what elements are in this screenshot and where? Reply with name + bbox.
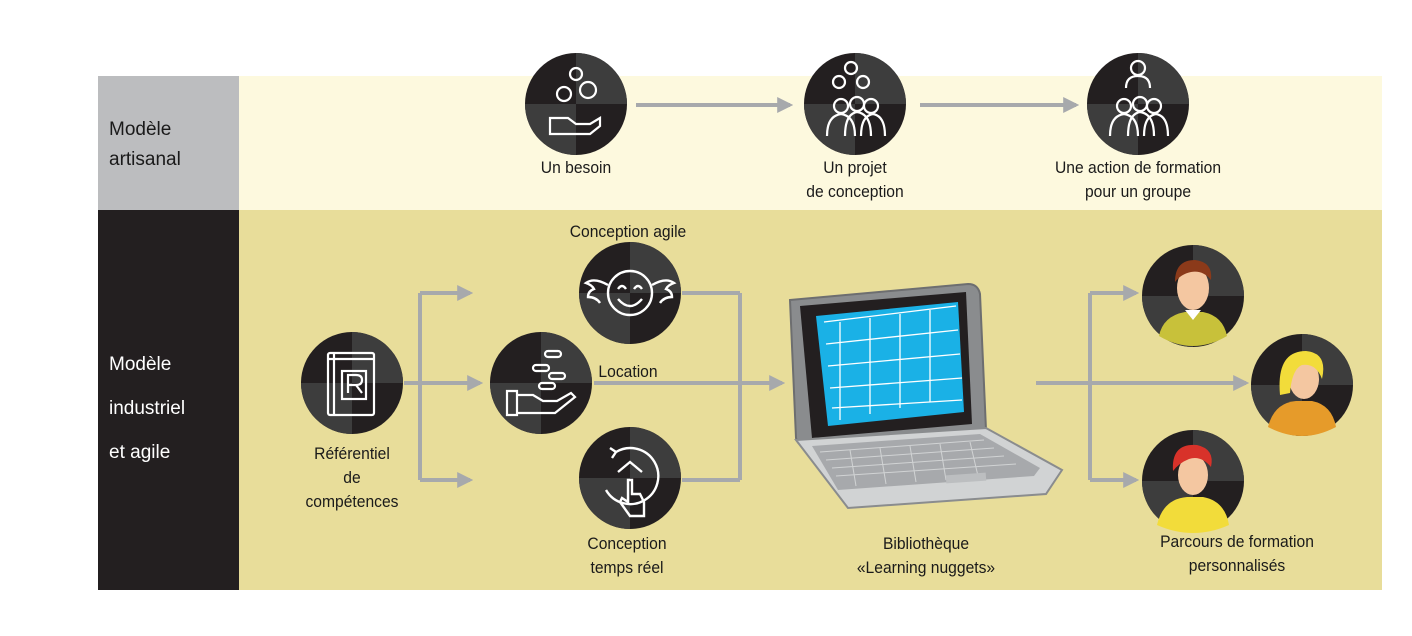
label-conception-temps-reel: Conception temps réel [587, 534, 667, 577]
label-conception-agile: Conception agile [569, 222, 687, 241]
row-artisanal-label-bg [98, 76, 239, 210]
hand-gears-icon [525, 53, 627, 155]
row-industriel-label-bg [98, 210, 239, 590]
refresh-touch-icon [579, 427, 681, 529]
book-r-icon [301, 332, 403, 434]
learner-woman-avatar [1251, 334, 1353, 436]
arrows-to-bibliotheque [594, 291, 786, 482]
arrows-to-parcours [1036, 285, 1250, 488]
row-label-industriel: Modèle industriel et agile [109, 354, 186, 463]
label-parcours: Parcours de formation personnalisés [1160, 532, 1314, 575]
laptop-library-icon [788, 282, 1064, 510]
label-un-besoin: Un besoin [540, 158, 612, 177]
label-bibliotheque: Bibliothèque «Learning nuggets» [856, 534, 996, 577]
label-action-formation: Une action de formation pour un groupe [1054, 158, 1222, 201]
learner-man-avatar [1142, 245, 1244, 347]
hand-pills-icon [490, 332, 592, 434]
label-location: Location [598, 362, 658, 381]
winged-smiley-icon [579, 242, 681, 344]
learner-young-woman-avatar [1142, 430, 1244, 533]
team-gears-icon [804, 53, 906, 155]
row-label-artisanal: Modèle artisanal [109, 119, 181, 170]
trainer-group-icon [1087, 53, 1189, 155]
label-un-projet: Un projet de conception [806, 158, 904, 201]
label-referentiel: Référentiel de compétences [305, 444, 399, 511]
arrows-from-referentiel [404, 285, 484, 488]
